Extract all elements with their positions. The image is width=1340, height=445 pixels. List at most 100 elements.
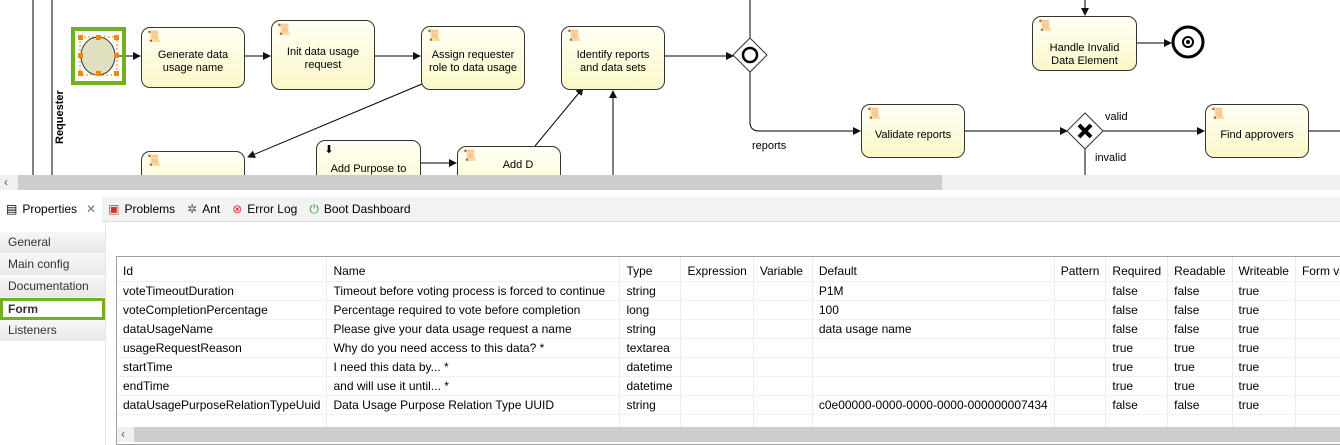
task-add-data[interactable]: 📜Add D	[457, 146, 561, 175]
task-generate-name[interactable]: 📜Generate data usage name	[141, 27, 245, 88]
table-cell[interactable]: false	[1105, 281, 1169, 301]
table-cell[interactable]	[753, 395, 813, 415]
table-cell[interactable]: Why do you need access to this data? *	[326, 338, 621, 358]
task-partial[interactable]: 📜	[141, 151, 245, 175]
side-tab-general[interactable]: General	[0, 232, 105, 254]
table-cell[interactable]: long	[619, 300, 682, 320]
table-cell[interactable]	[680, 376, 754, 396]
table-cell[interactable]: false	[1105, 319, 1169, 339]
task-find-approvers[interactable]: 📜Find approvers	[1205, 104, 1309, 158]
column-header[interactable]: Variable	[753, 257, 813, 282]
table-cell[interactable]: true	[1232, 281, 1296, 301]
table-cell[interactable]: endTime	[117, 376, 328, 396]
table-horizontal-scrollbar[interactable]: ‹	[117, 427, 1340, 442]
column-header[interactable]: Default	[812, 257, 1055, 282]
side-tab-listeners[interactable]: Listeners	[0, 320, 105, 342]
scroll-left-icon[interactable]: ‹	[121, 427, 125, 441]
table-cell[interactable]: voteTimeoutDuration	[117, 281, 328, 301]
table-cell[interactable]	[1054, 338, 1107, 358]
table-cell[interactable]: true	[1105, 357, 1169, 377]
column-header[interactable]: Pattern	[1054, 257, 1107, 282]
table-cell[interactable]	[812, 338, 1055, 358]
table-cell[interactable]	[753, 338, 813, 358]
table-cell[interactable]: Percentage required to vote before compl…	[326, 300, 621, 320]
table-cell[interactable]: true	[1232, 300, 1296, 320]
side-tab-main-config[interactable]: Main config	[0, 254, 105, 276]
column-header[interactable]: Writeable	[1232, 257, 1296, 282]
table-cell[interactable]	[680, 300, 754, 320]
table-cell[interactable]: and will use it until... *	[326, 376, 621, 396]
table-cell[interactable]: false	[1167, 281, 1233, 301]
column-header[interactable]: Required	[1105, 257, 1169, 282]
table-cell[interactable]: false	[1167, 319, 1233, 339]
tab-error-log[interactable]: ⊗Error Log	[232, 202, 298, 216]
table-cell[interactable]: string	[619, 319, 682, 339]
table-cell[interactable]: true	[1167, 338, 1233, 358]
task-handle-invalid[interactable]: 📜Handle Invalid Data Element	[1032, 16, 1137, 71]
table-cell[interactable]: true	[1232, 319, 1296, 339]
table-cell[interactable]	[753, 376, 813, 396]
table-cell[interactable]	[1054, 281, 1107, 301]
table-cell[interactable]	[753, 319, 813, 339]
table-cell[interactable]	[680, 357, 754, 377]
table-cell[interactable]: Timeout before voting process is forced …	[326, 281, 621, 301]
scroll-left-icon[interactable]: ‹	[4, 175, 8, 189]
bpmn-diagram-canvas[interactable]: Requester 📜Generate data usage name 📜Ini…	[0, 0, 1340, 175]
task-identify-reports[interactable]: 📜Identify reports and data sets	[561, 26, 665, 90]
table-cell[interactable]: true	[1167, 357, 1233, 377]
table-cell[interactable]	[1054, 376, 1107, 396]
diagram-horizontal-scrollbar[interactable]: ‹	[0, 175, 1340, 190]
table-cell[interactable]: dataUsageName	[117, 319, 328, 339]
table-cell[interactable]: true	[1105, 338, 1169, 358]
column-header[interactable]: Type	[619, 257, 682, 282]
column-header[interactable]: Expression	[680, 257, 754, 282]
table-cell[interactable]: Please give your data usage request a na…	[326, 319, 621, 339]
table-cell[interactable]: true	[1105, 376, 1169, 396]
column-header[interactable]: Readable	[1167, 257, 1233, 282]
table-cell[interactable]: string	[619, 281, 682, 301]
task-add-purpose[interactable]: ⬇Add Purpose to the	[316, 140, 421, 175]
table-cell[interactable]	[680, 338, 754, 358]
table-cell[interactable]: P1M	[812, 281, 1055, 301]
tab-boot-dashboard[interactable]: ⏻Boot Dashboard	[309, 201, 411, 217]
table-cell[interactable]: true	[1167, 376, 1233, 396]
table-cell[interactable]: true	[1232, 376, 1296, 396]
table-cell[interactable]: false	[1167, 300, 1233, 320]
table-cell[interactable]	[753, 281, 813, 301]
tab-ant[interactable]: ✲Ant	[187, 202, 221, 216]
table-cell[interactable]: true	[1232, 357, 1296, 377]
tab-properties[interactable]: ▤Properties✕	[0, 196, 103, 222]
table-cell[interactable]	[1295, 281, 1340, 301]
side-tab-documentation[interactable]: Documentation	[0, 276, 105, 298]
table-cell[interactable]	[1295, 319, 1340, 339]
table-cell[interactable]: true	[1232, 338, 1296, 358]
table-cell[interactable]	[812, 376, 1055, 396]
tab-problems[interactable]: ▣Problems	[108, 202, 176, 216]
table-cell[interactable]	[1295, 338, 1340, 358]
table-cell[interactable]	[753, 300, 813, 320]
table-cell[interactable]: dataUsagePurposeRelationTypeUuid	[117, 395, 328, 415]
table-cell[interactable]	[680, 319, 754, 339]
table-cell[interactable]	[1054, 319, 1107, 339]
table-cell[interactable]: false	[1105, 300, 1169, 320]
table-cell[interactable]: 100	[812, 300, 1055, 320]
scrollbar-thumb[interactable]	[134, 427, 1340, 442]
table-cell[interactable]: string	[619, 395, 682, 415]
table-cell[interactable]	[1295, 300, 1340, 320]
table-cell[interactable]: false	[1167, 395, 1233, 415]
table-cell[interactable]: true	[1232, 395, 1296, 415]
task-assign-role[interactable]: 📜Assign requester role to data usage	[421, 26, 525, 90]
table-cell[interactable]: c0e00000-0000-0000-0000-000000007434	[812, 395, 1055, 415]
side-tab-form[interactable]: Form	[0, 298, 105, 320]
table-cell[interactable]	[1054, 357, 1107, 377]
table-cell[interactable]	[680, 395, 754, 415]
task-validate-reports[interactable]: 📜Validate reports	[861, 104, 965, 158]
task-init-request[interactable]: 📜Init data usage request	[271, 20, 375, 90]
